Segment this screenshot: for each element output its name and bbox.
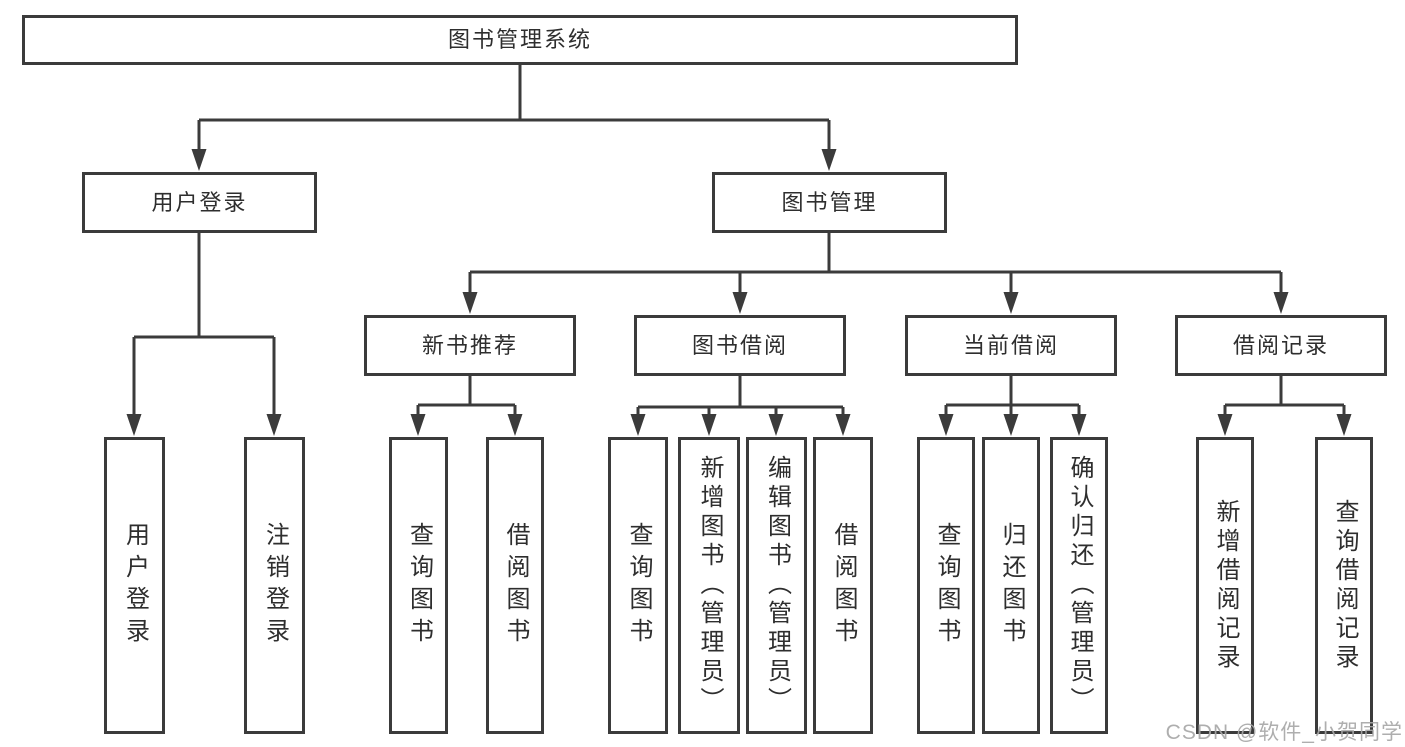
node-borrow-records: 借阅记录: [1175, 315, 1387, 376]
leaf-bb-add-books-admin-label: 新增图书（管理员）: [696, 455, 723, 716]
leaf-cb-return-books: 归还图书: [982, 437, 1040, 734]
leaf-br-query-record: 查询借阅记录: [1315, 437, 1373, 734]
node-user-login-label: 用户登录: [151, 189, 248, 215]
leaf-cb-query-books: 查询图书: [917, 437, 975, 734]
node-book-borrow: 图书借阅: [634, 315, 846, 376]
node-borrow-records-label: 借阅记录: [1232, 332, 1329, 358]
node-current-borrow-label: 当前借阅: [962, 332, 1059, 358]
node-root: 图书管理系统: [22, 15, 1018, 65]
node-book-management: 图书管理: [712, 172, 947, 233]
node-new-book-recommend: 新书推荐: [364, 315, 576, 376]
node-book-borrow-label: 图书借阅: [691, 332, 788, 358]
leaf-bb-query-books: 查询图书: [608, 437, 668, 734]
leaf-br-add-record: 新增借阅记录: [1196, 437, 1254, 734]
node-root-label: 图书管理系统: [447, 27, 592, 52]
leaf-bb-edit-books-admin: 编辑图书（管理员）: [746, 437, 807, 734]
leaf-user-login: 用户登录: [104, 437, 165, 734]
leaf-cb-confirm-return-admin-label: 确认归还（管理员）: [1066, 455, 1093, 716]
leaf-nb-borrow-books: 借阅图书: [486, 437, 544, 734]
leaf-nb-query-books: 查询图书: [389, 437, 448, 734]
leaf-nb-borrow-books-label: 借阅图书: [502, 521, 529, 650]
leaf-br-add-record-label: 新增借阅记录: [1212, 498, 1239, 673]
leaf-bb-borrow-books: 借阅图书: [813, 437, 873, 734]
leaf-bb-add-books-admin: 新增图书（管理员）: [678, 437, 740, 734]
leaf-user-login-label: 用户登录: [121, 521, 149, 650]
leaf-logout-label: 注销登录: [261, 521, 289, 650]
leaf-bb-edit-books-admin-label: 编辑图书（管理员）: [763, 455, 791, 716]
leaf-br-query-record-label: 查询借阅记录: [1331, 498, 1358, 673]
leaf-logout: 注销登录: [244, 437, 305, 734]
leaf-cb-confirm-return-admin: 确认归还（管理员）: [1050, 437, 1108, 734]
leaf-bb-borrow-books-label: 借阅图书: [830, 521, 857, 650]
node-new-book-recommend-label: 新书推荐: [421, 332, 518, 358]
leaf-cb-return-books-label: 归还图书: [998, 521, 1025, 650]
node-book-management-label: 图书管理: [781, 189, 878, 215]
watermark: CSDN @软件_小贺同学: [1165, 721, 1403, 744]
leaf-bb-query-books-label: 查询图书: [625, 521, 652, 650]
node-user-login: 用户登录: [82, 172, 317, 233]
node-current-borrow: 当前借阅: [905, 315, 1117, 376]
leaf-cb-query-books-label: 查询图书: [933, 521, 960, 650]
leaf-nb-query-books-label: 查询图书: [405, 521, 433, 650]
